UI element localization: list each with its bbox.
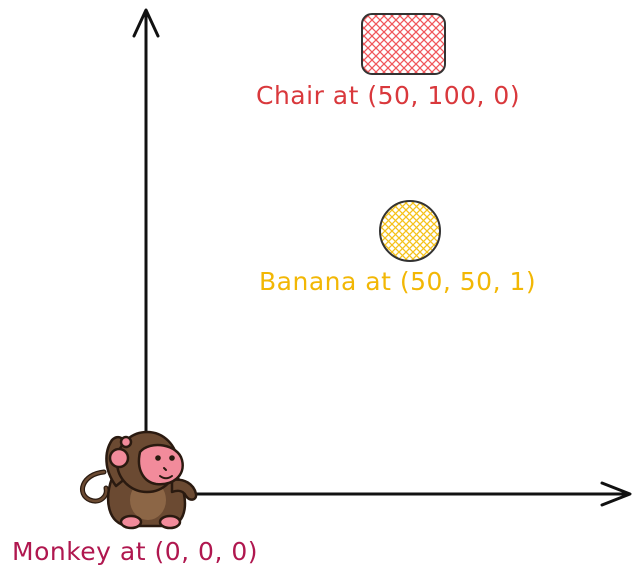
monkey-label: Monkey at (0, 0, 0) bbox=[12, 537, 258, 566]
x-axis bbox=[148, 481, 632, 507]
monkey-icon bbox=[80, 430, 198, 530]
chair-icon bbox=[361, 13, 446, 75]
y-axis bbox=[132, 8, 160, 472]
banana-icon bbox=[379, 200, 441, 262]
banana-label: Banana at (50, 50, 1) bbox=[259, 267, 536, 296]
chair-label: Chair at (50, 100, 0) bbox=[256, 81, 520, 110]
